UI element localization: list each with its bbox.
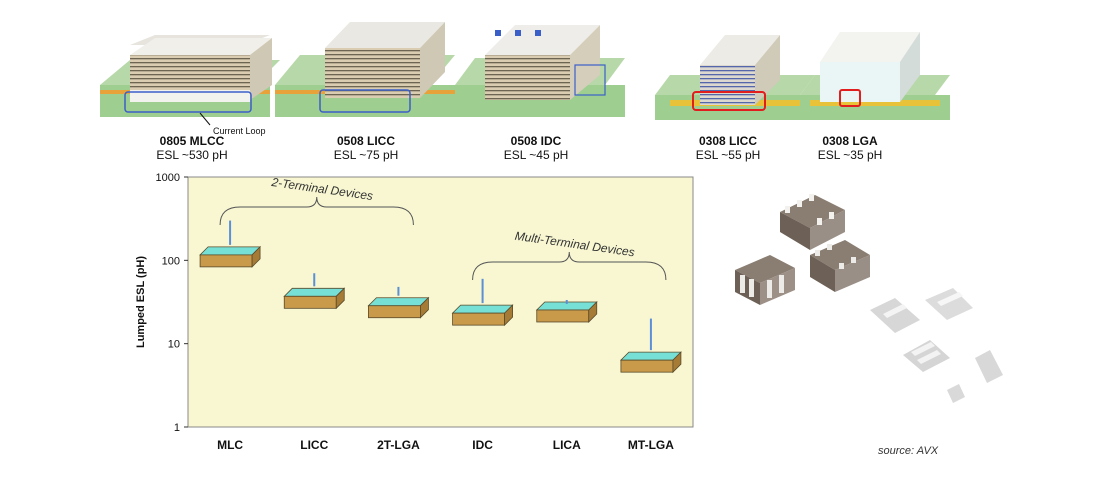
- esl-chart: 1000 100 10 1 Lumped ESL (pH) MLC LICC 2T-LGA ID…: [135, 172, 694, 452]
- current-loop-label: Current Loop: [213, 126, 266, 136]
- avx-parts-photo: [735, 194, 1003, 403]
- category-label: MLC: [217, 438, 243, 452]
- y-tick-label: 1: [174, 422, 180, 434]
- group-brace: [472, 251, 667, 281]
- brown-capacitor-left: [735, 255, 795, 305]
- device-icon-front: [536, 309, 590, 323]
- device-icon-top: [283, 287, 346, 297]
- brown-capacitor-top: [780, 194, 845, 250]
- plot-area: [187, 176, 694, 428]
- panel-title-0508-licc: 0508 LICC: [336, 134, 396, 148]
- category-label: 2T-LGA: [377, 438, 420, 452]
- lga-0308-illustration: [800, 32, 950, 120]
- device-icon-front: [620, 359, 674, 373]
- white-lga-parts: [870, 288, 1003, 403]
- group-brace: [219, 196, 414, 226]
- device-icon-side: [251, 245, 261, 268]
- current-loop-pointer: [199, 112, 211, 126]
- brown-capacitor-right: [810, 240, 870, 292]
- panel-title-0308-lga: 0308 LGA: [822, 134, 878, 148]
- panel-esl-0805-mlcc: ESL ~530 pH: [156, 148, 228, 162]
- capacitor-structure-illustrations: [100, 22, 950, 126]
- category-label: IDC: [472, 438, 493, 452]
- mlcc-0805-illustration: [100, 35, 280, 117]
- panel-esl-0508-licc: ESL ~75 pH: [333, 148, 399, 162]
- y-axis-label: Lumped ESL (pH): [135, 256, 147, 348]
- device-icon-top: [367, 297, 430, 307]
- y-tick-label: 10: [168, 339, 180, 351]
- idc-0508-illustration: [455, 25, 625, 117]
- y-tick-label: 100: [162, 255, 180, 267]
- category-label: MT-LGA: [628, 438, 674, 452]
- category-label: LICA: [553, 438, 581, 452]
- licc-0508-illustration: [275, 22, 455, 117]
- device-icon-front: [368, 305, 421, 319]
- source-credit: source: AVX: [878, 445, 939, 457]
- device-icon-side: [335, 287, 345, 310]
- panel-title-0508-idc: 0508 IDC: [510, 134, 562, 148]
- panel-esl-0308-licc: ESL ~55 pH: [695, 148, 761, 162]
- panel-esl-0308-lga: ESL ~35 pH: [817, 148, 883, 162]
- y-tick-label: 1000: [156, 172, 180, 184]
- device-icon-top: [619, 351, 682, 361]
- device-icon-side: [420, 296, 429, 319]
- panel-title-0805-mlcc: 0805 MLCC: [159, 134, 225, 148]
- device-icon-side: [672, 351, 682, 374]
- device-icon-front: [283, 295, 337, 309]
- device-icon-top: [451, 304, 514, 314]
- licc-0308-illustration: [655, 35, 815, 120]
- device-icon-front: [199, 254, 253, 268]
- category-label: LICC: [300, 438, 328, 452]
- panel-esl-0508-idc: ESL ~45 pH: [503, 148, 569, 162]
- device-icon-front: [452, 312, 505, 326]
- panel-title-0308-licc: 0308 LICC: [698, 134, 758, 148]
- device-icon-side: [588, 301, 598, 323]
- device-icon-top: [199, 246, 262, 256]
- device-icon-side: [504, 304, 513, 327]
